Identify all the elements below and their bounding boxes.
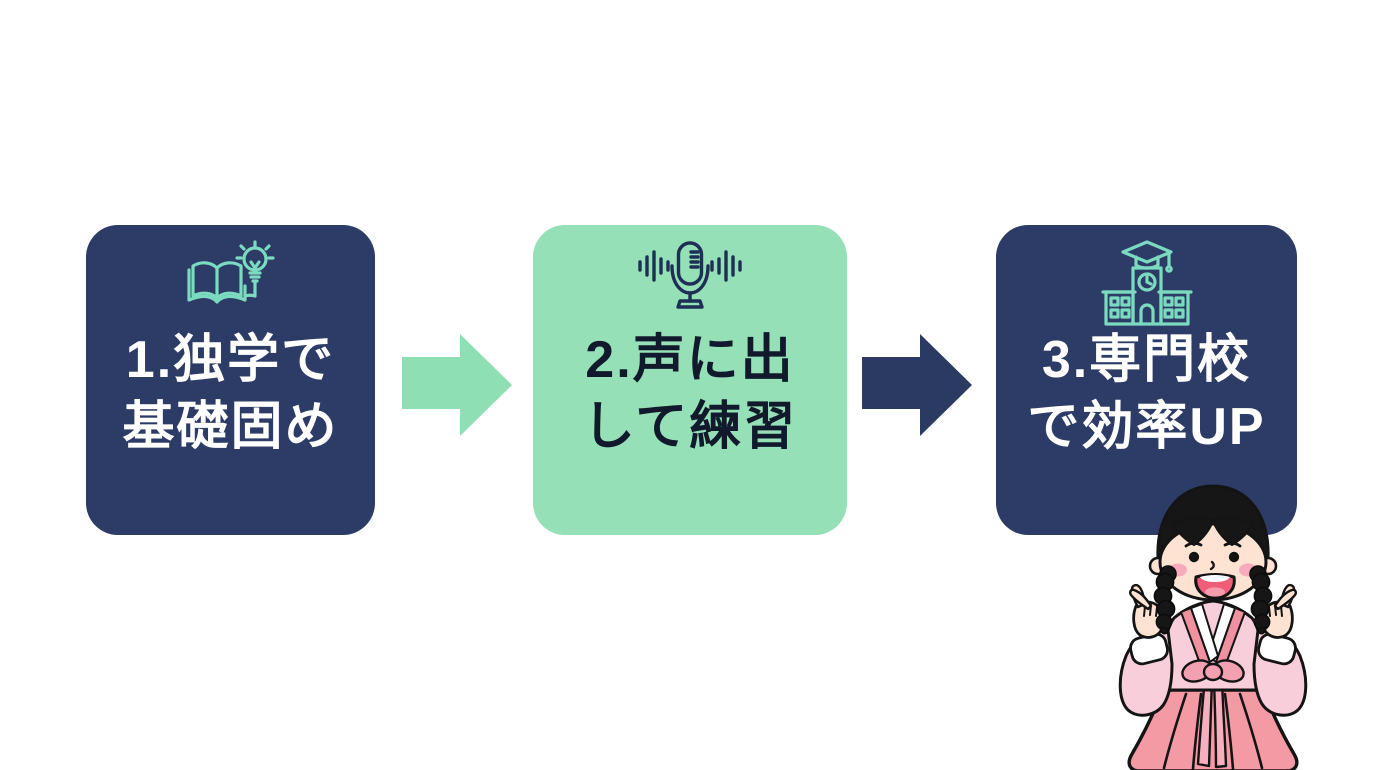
step-3-label-line1: 3.専門校 [1041, 331, 1252, 389]
step-1-label-line1: 1.独学で [125, 331, 336, 389]
flow-step-1: 1.独学で 基礎固め [86, 225, 375, 535]
arrow-right-icon [402, 334, 512, 436]
step-1-label: 1.独学で 基礎固め [122, 327, 338, 460]
step-3-label-line2: で効率UP [1027, 397, 1266, 456]
step-2-icon-slot [634, 240, 746, 327]
school-building-icon [1100, 240, 1193, 326]
step-3-icon-slot [1100, 240, 1193, 327]
step-3-label: 3.専門校 で効率UP [1027, 327, 1265, 460]
arrow-shape [402, 334, 512, 436]
step-2-label-line2: して練習 [582, 397, 798, 456]
step-1-icon-slot [186, 240, 275, 327]
flow-step-3: 3.専門校 で効率UP [996, 225, 1297, 535]
arrow-right-icon [862, 334, 972, 436]
girl-hanbok-finger-hearts-illustration [1118, 484, 1308, 770]
step-2-label: 2.声に出 して練習 [583, 327, 797, 460]
step-1-label-line2: 基礎固め [122, 397, 339, 456]
flow-step-2: 2.声に出 して練習 [533, 225, 847, 535]
microphone-soundwave-icon [638, 241, 742, 309]
open-book-lightbulb-icon [186, 240, 275, 304]
arrow-shape [862, 334, 972, 436]
step-2-label-line1: 2.声に出 [585, 331, 795, 389]
